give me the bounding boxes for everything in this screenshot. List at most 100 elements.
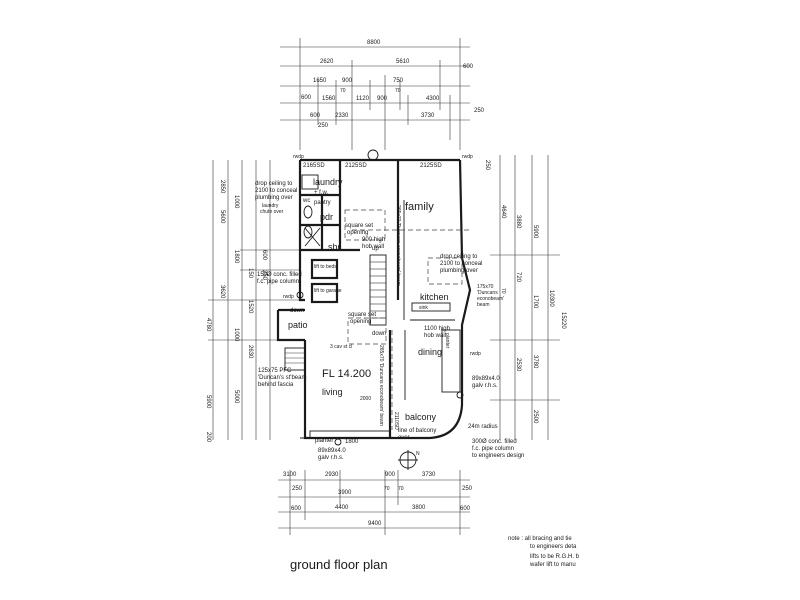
- note-hob-b-2: hob wall: [424, 333, 446, 339]
- note-dims-label-c: 3 cav st cl: [330, 344, 352, 350]
- dim-top-1120: 1120: [356, 96, 370, 102]
- room-wc: wc: [302, 198, 310, 204]
- note-beam-175-2: 'Duncans: [477, 290, 498, 296]
- room-balcony: balcony: [405, 412, 437, 422]
- dim-top-600: 600: [463, 64, 474, 70]
- note-line-4: wafer lift to manu: [529, 562, 576, 568]
- note-steel-2: 'Duncan's st'beam: [258, 375, 306, 381]
- dim-left-1800: 1800: [233, 250, 239, 264]
- dim-right-1700: 1700: [532, 295, 538, 309]
- note-rwdp-top: rwdp: [293, 154, 304, 160]
- note-dim-2110sd: 2110SD: [393, 412, 399, 430]
- note-rwdp-top-right: rwdp: [462, 154, 473, 160]
- note-line-2: to engineers deta: [530, 544, 577, 550]
- dim-bot-3900: 3900: [338, 490, 352, 496]
- note-laundry-chute-1: laundry: [262, 203, 279, 209]
- room-living: living: [322, 387, 343, 397]
- dim-right-2530: 2530: [515, 358, 521, 372]
- dim-right-2500: 2500: [532, 410, 538, 424]
- note-drop-ceiling-left-1: drop ceiling to: [255, 181, 293, 187]
- note-dim-2125sd-b: 2125SD: [420, 163, 442, 169]
- dim-top-250b: 250: [318, 123, 329, 129]
- north-label: N: [416, 451, 420, 457]
- room-lift-garage: lift to garage: [314, 288, 342, 294]
- note-balcony-line-2: over: [398, 435, 410, 441]
- note-square-set-2: opening: [347, 230, 368, 236]
- note-dim-2165sd: 2165SD: [303, 163, 325, 169]
- dim-top-1650: 1650: [313, 78, 327, 84]
- note-dim-2125sd-a: 2125SD: [345, 163, 367, 169]
- note-rwdp-right: rwdp: [470, 351, 481, 357]
- dim-top-750: 750: [393, 78, 404, 84]
- room-lift-beds: lift to beds: [314, 264, 337, 270]
- dim-top-2620: 2620: [320, 59, 334, 65]
- dim-bot-250: 250: [292, 486, 303, 492]
- note-conc-b-2: f.c. pipe column: [472, 446, 514, 452]
- note-rwdp-left: rwdp: [283, 294, 294, 300]
- dim-top-70a: 70: [340, 88, 346, 94]
- dim-top-600c: 600: [310, 113, 321, 119]
- note-drop-ceiling-right-3: plumbing over: [440, 268, 478, 274]
- dim-left-250: 250: [261, 270, 267, 281]
- dim-bot-3730: 3730: [422, 472, 436, 478]
- note-steel-1: 125x75 PFC: [258, 368, 292, 374]
- dim-left-4780: 4780: [205, 318, 211, 332]
- exterior-walls: [276, 149, 472, 446]
- dim-left-3620: 3620: [219, 285, 225, 299]
- note-drop-ceiling-left-3: plumbing over: [255, 195, 293, 201]
- note-beam-vertical: 265x70 'Duncans econobeam' beam: [378, 345, 384, 426]
- note-beam-175-4: beam: [477, 302, 490, 308]
- note-drop-ceiling-right-1: drop ceiling to: [440, 254, 478, 260]
- note-hob-1: 900 high: [362, 237, 385, 243]
- dim-top-900b: 900: [377, 96, 388, 102]
- room-floor-level: FL 14.200: [322, 368, 371, 380]
- right-dimensions: [490, 155, 560, 440]
- top-dimensions: [280, 38, 470, 150]
- dim-top-250: 250: [474, 108, 485, 114]
- note-steel-3: behind fascia: [258, 382, 294, 388]
- dim-left-150: 150: [247, 268, 253, 279]
- dim-top-5610: 5610: [396, 59, 410, 65]
- room-patio-down: down: [290, 308, 304, 314]
- room-patio: patio: [288, 320, 308, 330]
- note-conc-2: f.c. pipe column: [257, 279, 299, 285]
- dim-left-600: 600: [261, 250, 267, 261]
- dim-top-70b: 70: [395, 88, 401, 94]
- note-shs-b-2: galv r.h.s.: [318, 455, 344, 461]
- dim-top-2330: 2330: [335, 113, 349, 119]
- note-square-set-b-1: square set: [348, 312, 376, 318]
- dim-left-5900: 5900: [205, 395, 211, 409]
- note-conc-b-1: 300Ø conc. filled: [472, 439, 517, 445]
- note-laundry-chute-2: chute over: [260, 209, 284, 215]
- dim-right-3880: 3880: [515, 215, 521, 229]
- room-kitchen: kitchen: [420, 292, 449, 302]
- bottom-dimensions: [278, 470, 470, 535]
- room-shr: shr: [328, 242, 341, 252]
- room-stairs-up: up: [372, 246, 379, 252]
- dim-right-70: 70: [500, 288, 506, 294]
- dim-right-3780: 3780: [532, 355, 538, 369]
- dim-bot-600: 600: [291, 506, 302, 512]
- dim-bot-9400: 9400: [368, 521, 382, 527]
- note-drop-ceiling-left-2: 2100 to conceal: [255, 188, 297, 194]
- dim-bot-70a: 70: [384, 486, 390, 492]
- note-shs-2: galv r.h.s.: [472, 383, 498, 389]
- dim-bot-250b: 250: [462, 486, 473, 492]
- dim-bot-4400: 4400: [335, 505, 349, 511]
- dim-bot-600b: 600: [460, 506, 471, 512]
- note-shs-1: 89x89x4.0: [472, 376, 500, 382]
- note-conc-1: 150Ø conc. filled: [257, 272, 302, 278]
- note-dim-1800: 1800: [345, 439, 359, 445]
- dim-bot-3800: 3800: [412, 505, 426, 511]
- note-shs-b-1: 89x89x4.0: [318, 448, 346, 454]
- note-line-1: note : all bracing and tie: [508, 536, 572, 542]
- dim-left-5000: 5000: [233, 390, 239, 404]
- room-planter-bottom: planter: [315, 438, 333, 444]
- north-arrow: [398, 450, 418, 470]
- dim-right-4640: 4640: [500, 205, 506, 219]
- room-laundry: laundry: [313, 177, 343, 187]
- dim-bot-3100: 3100: [283, 472, 297, 478]
- dim-top-1560: 1560: [322, 96, 336, 102]
- note-dim-2000: 2000: [360, 396, 371, 402]
- dim-left-1000: 1000: [233, 195, 239, 209]
